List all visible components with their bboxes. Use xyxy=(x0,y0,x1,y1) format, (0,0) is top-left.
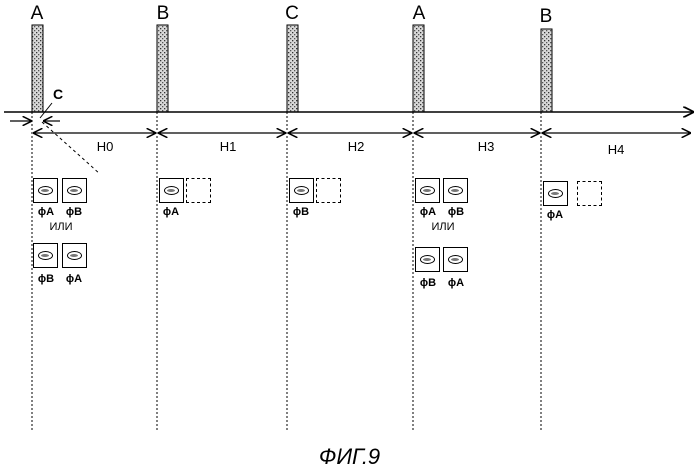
pulse-bar xyxy=(413,25,424,112)
figure-caption: ФИГ.9 xyxy=(0,445,699,469)
phase-label: ϕB xyxy=(442,206,470,218)
pixel-cell xyxy=(443,247,468,272)
empty-pixel-cell xyxy=(186,178,211,203)
or-label: ИЛИ xyxy=(423,221,463,233)
pulse-bar xyxy=(157,25,168,112)
period-label: H2 xyxy=(341,140,371,153)
pixel-cell xyxy=(543,181,568,206)
phase-label: ϕA xyxy=(32,206,60,218)
pulse-label: B xyxy=(536,7,556,26)
phase-label: ϕA xyxy=(157,206,185,218)
ellipse-icon xyxy=(294,186,309,195)
empty-pixel-cell xyxy=(316,178,341,203)
empty-pixel-cell xyxy=(577,181,602,206)
period-label: H1 xyxy=(213,140,243,153)
pulse-bar xyxy=(541,29,552,112)
pixel-cell xyxy=(33,243,58,268)
pixel-cell xyxy=(415,178,440,203)
period-label: H0 xyxy=(90,140,120,153)
period-label: H3 xyxy=(471,140,501,153)
pulse-bar xyxy=(32,25,43,112)
phase-label: ϕA xyxy=(60,273,88,285)
ellipse-icon xyxy=(38,186,53,195)
ellipse-icon xyxy=(164,186,179,195)
period-label: H4 xyxy=(601,143,631,156)
or-label: ИЛИ xyxy=(41,221,81,233)
pixel-cell xyxy=(62,243,87,268)
phase-label: ϕB xyxy=(32,273,60,285)
interval-c-label: C xyxy=(53,87,63,101)
phase-label: ϕB xyxy=(287,206,315,218)
pixel-cell xyxy=(159,178,184,203)
pixel-cell xyxy=(62,178,87,203)
ellipse-icon xyxy=(67,186,82,195)
phase-label: ϕA xyxy=(541,209,569,221)
ellipse-icon xyxy=(420,255,435,264)
pulse-bar xyxy=(287,25,298,112)
phase-label: ϕB xyxy=(414,277,442,289)
ellipse-icon xyxy=(420,186,435,195)
ellipse-icon xyxy=(448,186,463,195)
pixel-cell xyxy=(289,178,314,203)
ellipse-icon xyxy=(67,251,82,260)
pixel-cell xyxy=(443,178,468,203)
pulse-label: A xyxy=(27,4,47,23)
phase-label: ϕB xyxy=(60,206,88,218)
pixel-cell xyxy=(33,178,58,203)
pulse-label: B xyxy=(153,4,173,23)
pixel-cell xyxy=(415,247,440,272)
ellipse-icon xyxy=(38,251,53,260)
phase-label: ϕA xyxy=(442,277,470,289)
pulse-label: A xyxy=(409,4,429,23)
ellipse-icon xyxy=(448,255,463,264)
phase-label: ϕA xyxy=(414,206,442,218)
ellipse-icon xyxy=(548,189,563,198)
pulse-label: C xyxy=(282,4,302,23)
